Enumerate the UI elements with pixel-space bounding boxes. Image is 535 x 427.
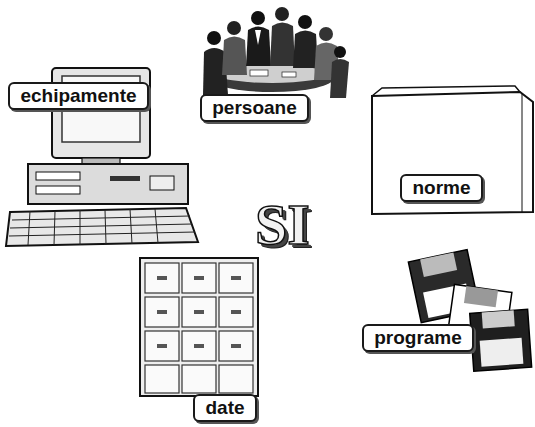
label-box: echipamente xyxy=(8,82,149,110)
component-label: echipamente xyxy=(20,85,136,107)
component-label: persoane xyxy=(212,97,296,119)
people-picture xyxy=(203,7,349,98)
ellipse-outline xyxy=(95,55,525,413)
system-ellipse: SI xyxy=(95,55,525,413)
label-box: programe xyxy=(362,324,474,352)
document-picture xyxy=(372,86,533,214)
cabinet-picture xyxy=(140,258,258,396)
computer-picture xyxy=(6,68,198,246)
label-box: date xyxy=(193,394,257,422)
component-label: programe xyxy=(374,327,462,349)
component-label: date xyxy=(205,397,244,419)
label-box: persoane xyxy=(200,94,309,122)
label-box: norme xyxy=(400,174,483,202)
floppy-picture xyxy=(408,250,531,372)
system-title: SI xyxy=(255,195,310,255)
component-label: norme xyxy=(412,177,470,199)
